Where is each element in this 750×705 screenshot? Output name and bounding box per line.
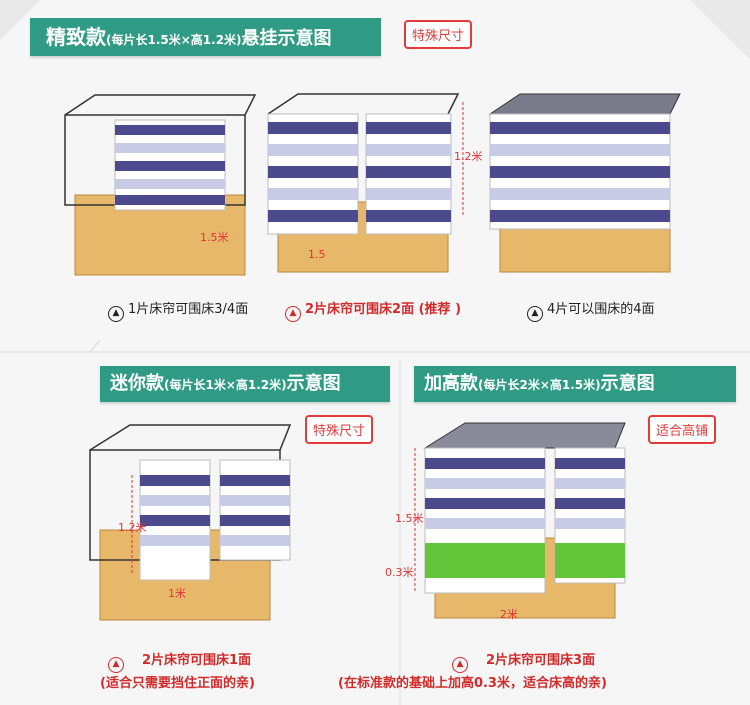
section1-title: 精致款(每片长1.5米×高1.2米)悬挂示意图 (30, 18, 381, 56)
chevron-up-icon: ▲ (452, 657, 468, 673)
curtain-4-left (139, 459, 211, 581)
section1-title-main: 精致款 (46, 25, 106, 49)
section2-dim-width: 1米 (168, 587, 186, 600)
bed-diagram-1 (64, 94, 257, 276)
section3-title-size: (每片长2米×高1.5米) (478, 378, 601, 392)
section3-high-bed-badge: 适合高铺 (648, 415, 717, 444)
chevron-up-icon: ▲ (527, 306, 543, 322)
section2-title-tail: 示意图 (286, 373, 341, 394)
section1-special-size-badge: 特殊尺寸 (404, 20, 473, 49)
curtain-1 (114, 119, 226, 211)
section1-caption-2-text: 2片床帘可围床2面 (推荐 ) (305, 302, 462, 317)
curtain-4-right (219, 459, 291, 561)
curtain-2-left (267, 113, 359, 235)
section1-caption-2: ▲ 2片床帘可围床2面 (推荐 ) (285, 298, 461, 322)
section3-dim-extra: 0.3米 (385, 566, 414, 579)
dim-height-2: 1.2米 (454, 150, 483, 163)
section2-caption-2: (适合只需要挡住正面的亲) (100, 672, 255, 691)
section3-dim-width: 2米 (500, 608, 518, 621)
section1-caption-3-text: 4片可以围床的4面 (547, 302, 655, 317)
curtain-3 (489, 113, 671, 230)
section3-title: 加高款(每片长2米×高1.5米)示意图 (414, 366, 736, 402)
section1-title-size: (每片长1.5米×高1.2米) (106, 33, 242, 47)
section1-caption-1-text: 1片床帘可围床3/4面 (128, 302, 249, 317)
bed-diagram-5 (414, 422, 626, 619)
chevron-up-icon: ▲ (108, 657, 124, 673)
section3-caption-2-text: (在标准款的基础上加高0.3米，适合床高的亲) (338, 676, 607, 691)
bed-diagram-2 (267, 93, 464, 273)
section2-title: 迷你款(每片长1米×高1.2米)示意图 (100, 366, 390, 402)
dim-width-2: 1.5 (308, 248, 326, 261)
section3-caption-1: ▲ 2片床帘可围床3面 (452, 649, 595, 673)
section1-title-tail: 悬挂示意图 (241, 28, 332, 49)
chevron-up-icon: ▲ (108, 306, 124, 322)
chevron-up-icon: ▲ (285, 306, 301, 322)
bed-diagram-3 (488, 93, 681, 273)
dim-width-1: 1.5米 (200, 231, 229, 244)
section2-caption-1-text: 2片床帘可围床1面 (142, 653, 252, 668)
section2-title-main: 迷你款 (110, 373, 164, 394)
section3-dim-height: 1.5米 (395, 512, 424, 525)
section2-special-size-badge: 特殊尺寸 (305, 415, 374, 444)
section3-title-main: 加高款 (424, 373, 478, 394)
section3-caption-1-text: 2片床帘可围床3面 (486, 653, 596, 668)
section2-caption-1: ▲ 2片床帘可围床1面 (108, 649, 251, 673)
section1-caption-3: ▲ 4片可以围床的4面 (527, 298, 655, 322)
bed-diagram-4 (89, 424, 292, 621)
section2-caption-2-text: (适合只需要挡住正面的亲) (100, 676, 255, 691)
section3-title-tail: 示意图 (600, 373, 655, 394)
curtain-2-right (365, 113, 452, 235)
section2-dim-height: 1.2米 (118, 521, 147, 534)
curtain-5-right (554, 447, 626, 584)
curtain-5-left (424, 447, 546, 594)
section3-caption-2: (在标准款的基础上加高0.3米，适合床高的亲) (338, 672, 607, 691)
section2-title-size: (每片长1米×高1.2米) (164, 378, 287, 392)
section1-caption-1: ▲ 1片床帘可围床3/4面 (108, 298, 248, 322)
